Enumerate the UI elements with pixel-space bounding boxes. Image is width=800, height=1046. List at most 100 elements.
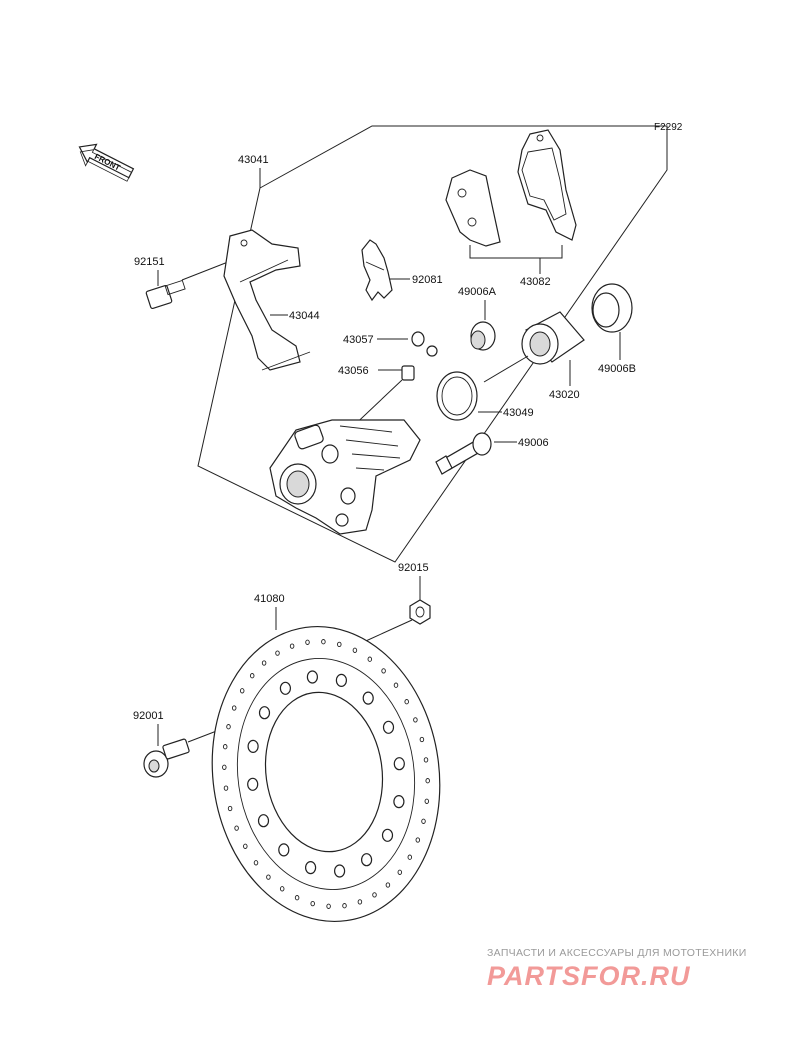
svg-text:92001: 92001 [133,710,164,722]
callout-43041: 43041 [238,154,269,188]
disc-hole [326,903,331,909]
svg-text:43057: 43057 [343,334,374,346]
callout-92015: 92015 [398,562,429,600]
disc-hole [362,691,374,705]
svg-text:49006A: 49006A [458,286,497,298]
disc-hole [222,744,228,750]
callout-92151: 92151 [134,256,165,286]
svg-text:49006B: 49006B [598,363,636,375]
disc-hole [367,656,373,662]
disc-hole [342,903,347,909]
disc-holes [222,639,430,909]
caliper-holder-icon [223,229,311,371]
disc-hole [404,699,409,705]
bleed-cap-icon [411,331,438,357]
callout-43057: 43057 [343,334,408,346]
callout-49006A: 49006A [458,286,497,320]
seal-49006B-icon [591,283,633,333]
disc-hole [393,757,405,771]
disc-hole [239,688,245,694]
disc-hole [413,717,418,723]
disc-hole [385,882,391,888]
disc-hole [335,673,347,688]
disc-hole [222,764,227,770]
figure-code: F2292 [654,122,683,133]
svg-text:43082: 43082 [520,276,551,288]
disc-hole [257,814,270,828]
disc-hole [258,706,271,720]
disc-hole [243,843,248,849]
callout-43049: 43049 [478,407,534,419]
disc-hole [415,837,421,843]
callout-43056: 43056 [338,365,402,377]
pad-spring-icon [361,239,393,302]
brake-pad-right-icon [517,129,577,241]
disc-hole [306,670,318,684]
disc-hole [261,660,267,666]
disc-hole [305,639,310,645]
disc-hole [310,900,315,907]
disc-hole [266,874,271,880]
disc-hole [231,705,237,711]
disc-hole [425,778,430,784]
disc-hole [289,643,295,649]
watermark-logo: PARTSFOR.RU [487,961,691,991]
disc-hole [337,641,342,648]
piston-icon [483,311,585,383]
disc-hole [397,869,403,875]
disc-hole [275,650,280,656]
disc-hole [249,673,255,679]
callout-43082: 43082 [469,245,563,288]
disc-hole [334,864,346,878]
disc-hole [223,785,229,791]
disc-hole [234,825,239,831]
disc-hole [393,794,405,809]
disc-hole [381,668,386,674]
disc-hole [253,860,259,866]
piston-seal-icon [436,371,478,421]
disc-hole [247,777,259,791]
disc-hole [419,736,425,743]
disc-hole [357,899,363,905]
caliper-bolt-icon [145,261,229,310]
svg-text:92081: 92081 [412,274,443,286]
disc-hole [294,895,300,901]
brake-disc-icon [211,625,441,923]
caliper-body-icon [269,419,421,535]
disc-hole [226,724,231,730]
disc-hole [382,720,395,734]
callout-49006B: 49006B [598,332,636,375]
svg-text:41080: 41080 [254,593,285,605]
svg-text:43041: 43041 [238,154,269,166]
disc-hole [421,818,426,824]
disc-hole [372,892,377,898]
disc-hole [352,647,358,653]
brake-pad-left-icon [445,169,501,247]
disc-hole [407,854,413,860]
disc-hole [227,805,233,812]
caliper-assembly-frame [197,125,668,563]
callout-92081: 92081 [385,274,443,286]
disc-hole [305,860,317,875]
svg-text:92015: 92015 [398,562,429,574]
disc-hole [393,682,399,688]
boot-49006A-icon [470,321,496,351]
svg-text:92151: 92151 [134,256,165,268]
svg-text:43049: 43049 [503,407,534,419]
disc-hole [279,886,285,892]
callout-49006: 49006 [494,437,549,449]
disc-hole [279,681,291,695]
svg-text:43020: 43020 [549,389,580,401]
callout-43020: 43020 [549,360,580,401]
callout-41080: 41080 [254,593,285,630]
callout-43044: 43044 [270,310,320,322]
svg-text:43056: 43056 [338,365,369,377]
svg-text:43044: 43044 [289,310,320,322]
disc-hole [381,828,394,842]
front-arrow-icon: FRONT [78,143,135,182]
disc-hole [278,843,290,857]
disc-bolt-icon [143,721,241,778]
pin-boot-icon [435,432,492,475]
svg-text:49006: 49006 [518,437,549,449]
